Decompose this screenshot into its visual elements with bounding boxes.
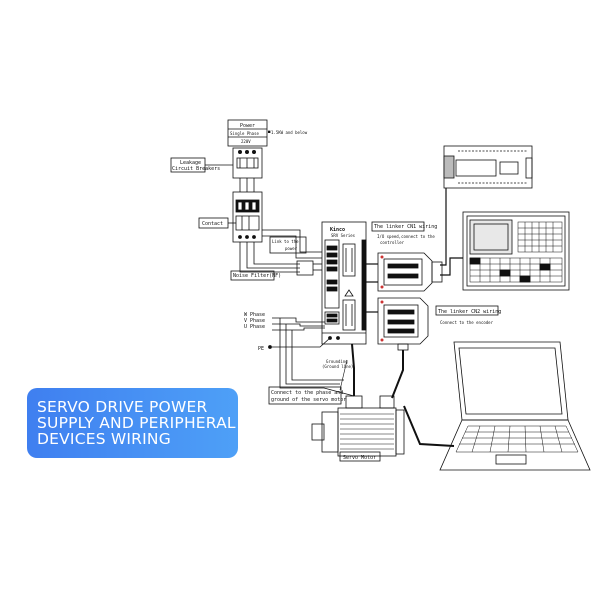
plc-controller (443, 145, 533, 189)
servo-motor (311, 395, 405, 457)
cn2-note: Connect to the encoder (440, 320, 494, 325)
model-label: SRV Series (331, 233, 356, 238)
cn1-title: The linker CN1 wiring (374, 224, 437, 230)
u-phase-label: U Phase (244, 324, 265, 330)
badge-line-2: SUPPLY AND PERIPHERAL (37, 414, 236, 432)
svg-text:■: ■ (268, 129, 271, 134)
cnc-controller (462, 211, 570, 291)
servo-motor-label: Servo Motor (343, 455, 376, 461)
noise-filter (296, 260, 314, 276)
leakage-label-1: Leakage (180, 160, 201, 166)
link-power-label-1: Link to the (272, 239, 299, 244)
pe-label: PE (258, 346, 264, 352)
contactor (232, 191, 263, 243)
grounding-label-1: Grounding (326, 359, 348, 364)
brand-label: Kinco (330, 227, 345, 233)
w-phase-label: W Phase (244, 312, 265, 318)
power-note: 1.5KW and below (271, 130, 308, 135)
contact-label: Contact (202, 221, 223, 227)
noise-filter-label: Noise Filter(NF) (233, 273, 281, 279)
leakage-label-2: Circuit Breakers (172, 166, 220, 172)
link-power-label-2: power (285, 246, 298, 251)
cn1-connector (377, 252, 443, 292)
leakage-breaker (232, 147, 263, 179)
title-badge: SERVO DRIVE POWER SUPPLY AND PERIPHERAL … (27, 388, 238, 458)
badge-line-1: SERVO DRIVE POWER (37, 398, 208, 416)
voltage-label: 220V (241, 139, 251, 144)
power-box (227, 119, 268, 147)
laptop (439, 341, 591, 471)
power-label: Power (240, 123, 255, 129)
cn1-note-2: controller (380, 240, 405, 245)
motor-connect-label-1: Connect to the phase and (271, 390, 343, 396)
single-phase-label: Single Phase (230, 131, 259, 136)
v-phase-label: V Phase (244, 318, 265, 324)
badge-line-3: DEVICES WIRING (37, 430, 171, 448)
cn2-connector (377, 297, 429, 351)
cn2-title: The linker CN2 wiring (438, 309, 501, 315)
motor-connect-label-2: ground of the servo motor (271, 397, 346, 403)
grounding-label-2: (Ground line) (322, 364, 353, 369)
cn1-note-1: I/O speed,connect to the (377, 234, 435, 239)
